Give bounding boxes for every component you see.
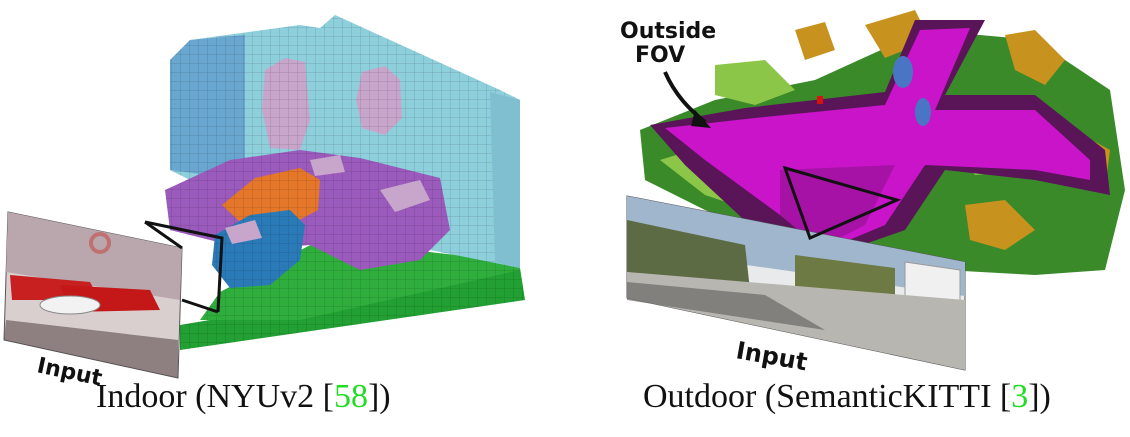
citation-ref-58[interactable]: 58 (333, 378, 368, 415)
chair-voxels (212, 210, 305, 288)
road-voxels (665, 28, 1090, 250)
input-photo-indoor (3, 211, 183, 379)
input-label-outdoor: Input (734, 336, 810, 376)
input-photo-outdoor (626, 195, 966, 371)
citation-ref-3[interactable]: 3 (1011, 378, 1029, 415)
camera-frustum-indoor (144, 220, 224, 314)
wall-picture-voxels (262, 58, 402, 150)
table-voxels (222, 168, 320, 225)
indoor-caption: Indoor (NYUv2 [58]) (96, 378, 391, 416)
outdoor-caption: Outdoor (SemanticKITTI [3]) (643, 378, 1051, 416)
outdoor-voxel-scene: Outside FOV Input (620, 10, 1125, 376)
outside-fov-arrow (663, 71, 711, 128)
indoor-panel: Input Indoor (NYUv2 [58]) (3, 15, 525, 416)
floor-voxels (180, 240, 525, 350)
camera-frustum-outdoor (782, 165, 902, 241)
caption-suffix: ]) (367, 378, 391, 415)
car-voxels (817, 56, 931, 126)
outdoor-panel: Outside FOV Input Outdoor (SemanticKITTI… (565, 0, 1130, 437)
outside-fov-label-line1: Outside (620, 19, 716, 44)
outside-fov-label-line2: FOV (635, 43, 685, 68)
caption-prefix: Indoor (NYUv2 [ (96, 378, 334, 415)
caption-prefix: Outdoor (SemanticKITTI [ (643, 378, 1012, 415)
indoor-voxel-scene: Input (3, 15, 525, 392)
caption-suffix: ]) (1028, 378, 1051, 415)
